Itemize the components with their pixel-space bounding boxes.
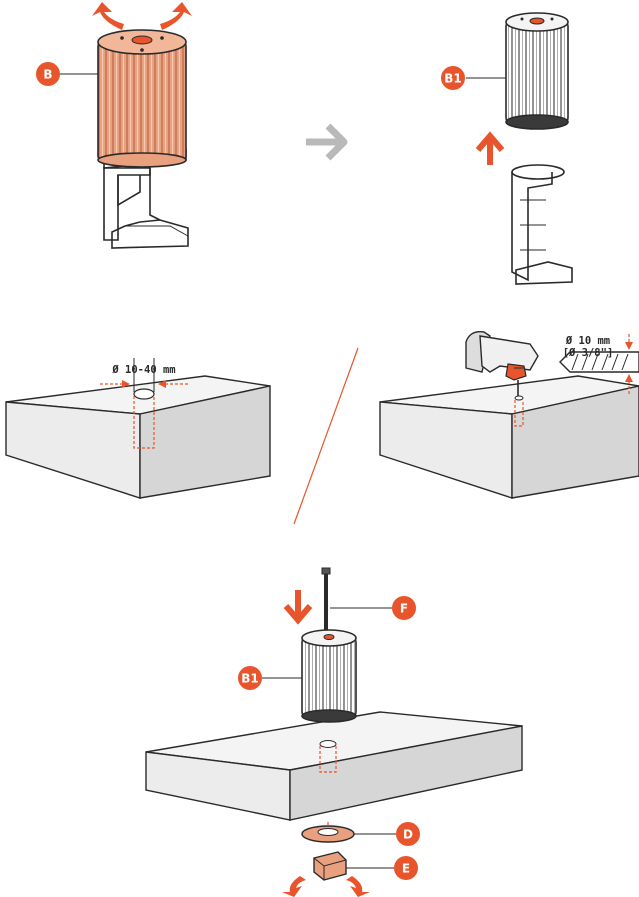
svg-text:B1: B1: [444, 72, 462, 86]
svg-text:Ø 10 mm: Ø 10 mm: [565, 335, 610, 347]
knob-b1-top: [505, 12, 569, 130]
knob-b: [97, 29, 187, 168]
bolt-f: [321, 567, 331, 644]
label-d: D: [354, 822, 420, 846]
step4-mounting: F B1 D: [145, 567, 523, 897]
step2-knob-separated: B1: [441, 12, 573, 285]
svg-text:Ø 10-40 mm: Ø 10-40 mm: [111, 364, 175, 376]
label-f: F: [330, 596, 416, 620]
label-b: B: [36, 62, 98, 86]
knob-b1-bottom: [301, 629, 357, 723]
label-b1-top: B1: [441, 66, 506, 90]
hole-dimension: Ø 10-40 mm: [100, 358, 188, 392]
svg-text:[Ø 3/8"]: [Ø 3/8"]: [563, 347, 614, 359]
drill-bit-icon: [559, 351, 639, 373]
svg-text:F: F: [400, 602, 408, 616]
divider-line: [293, 347, 359, 525]
up-arrow-icon: [475, 131, 505, 165]
washer-d: [301, 825, 355, 843]
svg-text:B: B: [43, 68, 52, 82]
svg-text:E: E: [402, 862, 410, 876]
drill-dimension: Ø 10 mm [Ø 3/8"]: [563, 334, 633, 396]
rotate-arrows-icon: [282, 876, 370, 897]
rotate-arrows-icon: [92, 2, 192, 30]
svg-text:D: D: [403, 828, 413, 842]
step3a-existing-hole: Ø 10-40 mm: [5, 358, 271, 499]
clamp-body-alone: [511, 164, 573, 285]
desk-slab: [145, 711, 523, 834]
step3b-drilling: Ø 10 mm [Ø 3/8"]: [379, 331, 639, 499]
label-e: E: [346, 856, 418, 880]
step1-clamp-with-knob: B: [36, 2, 192, 249]
svg-text:B1: B1: [241, 672, 259, 686]
right-arrow-icon: [306, 123, 348, 161]
label-b1-bottom: B1: [238, 666, 302, 690]
nut-e: [313, 851, 347, 881]
drill-icon: [465, 331, 539, 396]
down-arrow-icon: [283, 590, 313, 625]
